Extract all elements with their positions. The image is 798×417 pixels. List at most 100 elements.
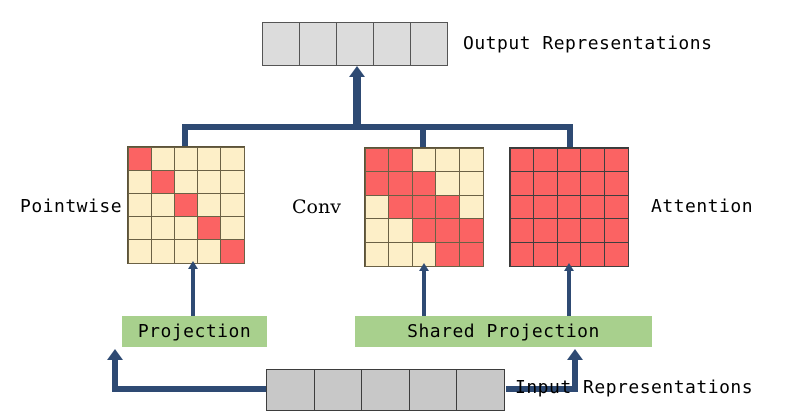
matrix-conv-cell-0-1 [388,147,413,173]
matrix-attention-cell-1-0 [509,171,535,196]
matrix-attention-cell-1-3 [580,171,605,196]
output-representations-row [262,22,452,66]
output-representations-label: Output Representations [463,33,713,54]
matrix-pointwise-cell-1-1 [150,169,175,194]
matrix-attention-cell-0-3 [580,147,605,173]
shared-projection-to-attention-line [567,270,571,316]
matrix-pointwise-cell-3-2 [173,216,199,241]
input-to-shared-projection-arrowhead [567,349,583,360]
matrix-conv-cell-2-2 [411,194,437,220]
shared-projection-to-conv-arrowhead [419,263,429,271]
matrix-attention-cell-1-1 [533,171,558,196]
matrix-attention-cell-1-2 [556,171,582,196]
shared-projection-to-conv-line [422,270,426,316]
projection-to-pointwise-arrowhead [188,261,198,269]
matrix-pointwise-cell-2-1 [150,192,175,218]
matrix-attention-cell-2-0 [509,194,535,220]
matrix-conv-cell-3-3 [435,218,460,243]
output-token-cell [299,22,337,66]
shared-projection-to-attention-arrowhead [564,263,574,271]
projection-box-label: Projection [137,321,252,342]
matrix-conv-cell-4-3 [435,241,460,267]
matrix-conv-cell-3-1 [388,218,413,243]
matrix-attention-cell-0-2 [556,147,582,173]
matrix-attention-label: Attention [651,196,754,217]
matrix-conv-cell-4-0 [364,241,390,267]
shared-projection-box-label: Shared Projection [407,321,600,342]
matrix-pointwise-cell-0-4 [220,146,245,171]
projection-box[interactable]: Projection [122,316,267,347]
input-token-cell [456,369,505,411]
matrix-pointwise-cell-0-3 [197,146,222,171]
matrix-pointwise-label: Pointwise [20,196,123,217]
matrix-pointwise-cell-4-4 [220,239,245,264]
matrix-conv-cell-2-4 [458,194,484,220]
matrix-conv-cell-3-4 [458,218,484,243]
matrix-attention-cell-2-2 [556,194,582,220]
input-to-projection-vertical [112,360,118,392]
matrix-conv-cell-1-3 [435,171,460,196]
matrix-attention-cell-3-2 [556,218,582,243]
matrix-pointwise-cell-1-4 [220,169,245,194]
matrix-pointwise-cell-0-2 [173,146,199,171]
input-representations-label: Input Representations [515,377,754,398]
matrix-pointwise-cell-2-2 [173,192,199,218]
input-token-cell [313,369,363,411]
bus-stem-attention [567,124,573,149]
output-token-cell [262,22,300,66]
input-token-cell [361,369,410,411]
input-to-shared-projection-horizontal [506,386,578,392]
matrix-attention-cell-4-2 [556,241,582,267]
matrix-pointwise-cell-4-3 [197,239,222,264]
matrix-pointwise-cell-2-4 [220,192,245,218]
matrix-attention-cell-4-0 [509,241,535,267]
matrix-attention-cell-3-3 [580,218,605,243]
input-representations-row [266,369,509,411]
matrix-attention-cell-4-4 [603,241,629,267]
matrix-conv-cell-1-2 [411,171,437,196]
matrix-pointwise-cell-4-2 [173,239,199,264]
input-to-projection-arrowhead [107,349,123,360]
input-token-cell [266,369,315,411]
matrix-pointwise-cell-1-2 [173,169,199,194]
matrix-attention-cell-3-4 [603,218,629,243]
matrix-attention-cell-4-3 [580,241,605,267]
matrix-conv-cell-0-3 [435,147,460,173]
bus-stem-pointwise [182,124,188,148]
matrix-pointwise-cell-1-0 [127,169,152,194]
matrix-attention-cell-2-3 [580,194,605,220]
matrix-pointwise [127,146,245,264]
matrix-pointwise-cell-3-4 [220,216,245,241]
matrix-attention-cell-2-1 [533,194,558,220]
matrix-conv-cell-1-0 [364,171,390,196]
matrix-pointwise-cell-3-1 [150,216,175,241]
matrix-conv-cell-2-1 [388,194,413,220]
output-token-cell [373,22,411,66]
matrix-pointwise-cell-4-0 [127,239,152,264]
matrix-pointwise-cell-0-1 [150,146,175,171]
matrix-conv-cell-1-4 [458,171,484,196]
matrix-conv-cell-1-1 [388,171,413,196]
matrix-attention-cell-1-4 [603,171,629,196]
matrix-pointwise-cell-1-3 [197,169,222,194]
matrix-pointwise-cell-2-0 [127,192,152,218]
output-token-cell [410,22,448,66]
merge-to-output-arrowhead [349,66,365,77]
output-token-cell [336,22,374,66]
matrix-conv-cell-4-1 [388,241,413,267]
matrix-attention-cell-0-0 [509,147,535,173]
matrix-conv-cell-3-0 [364,218,390,243]
matrix-pointwise-cell-3-0 [127,216,152,241]
matrix-attention-cell-3-1 [533,218,558,243]
matrix-conv-cell-0-0 [364,147,390,173]
matrix-conv-label: Conv [292,196,341,218]
matrix-conv-cell-0-2 [411,147,437,173]
bus-stem-conv [420,124,426,149]
matrix-attention-cell-0-1 [533,147,558,173]
matrix-attention-cell-0-4 [603,147,629,173]
merge-to-output-stem [353,76,361,128]
shared-projection-box[interactable]: Shared Projection [355,316,652,347]
matrix-conv-cell-4-2 [411,241,437,267]
matrix-attention-cell-2-4 [603,194,629,220]
